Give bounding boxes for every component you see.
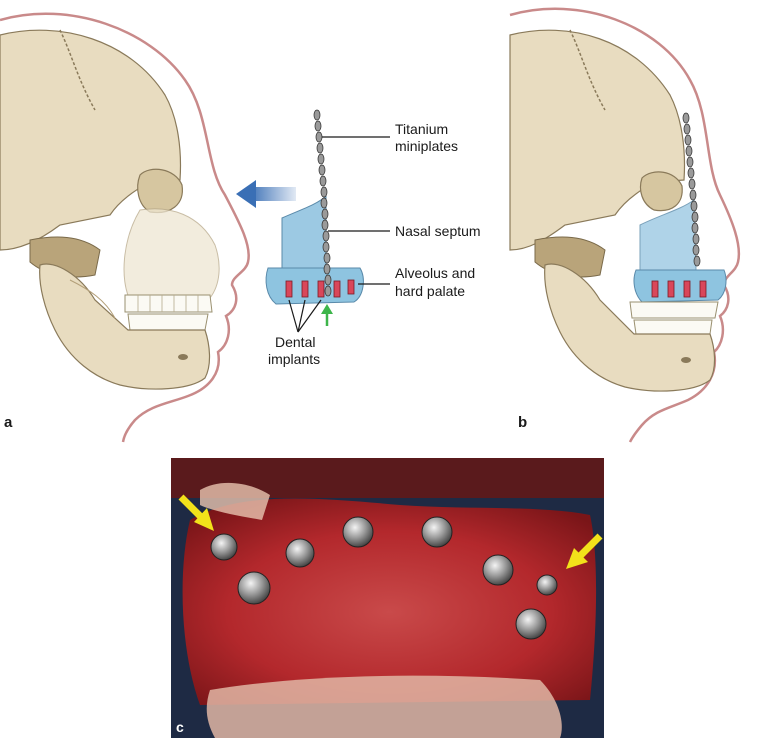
skull-illustration-a (0, 12, 250, 443)
yellow-arrow-icon (178, 494, 603, 569)
panel-label-a: a (4, 414, 13, 431)
label-nasal-septum: Nasal septum (395, 223, 481, 239)
panel-label-c: c (176, 719, 184, 735)
skull-illustration-b (509, 7, 741, 443)
green-up-arrow-icon (321, 304, 333, 326)
panel-label-b: b (518, 414, 528, 431)
label-titanium-miniplates-line1: Titanium (395, 121, 449, 137)
blue-left-arrow-icon (236, 180, 296, 208)
label-alveolus-line1: Alveolus and (395, 265, 476, 281)
surgical-photo (171, 458, 604, 738)
label-dental-implants-line1: Dental (275, 334, 316, 350)
label-dental-implants-line2: implants (268, 351, 321, 367)
label-titanium-miniplates-line2: miniplates (395, 138, 459, 154)
implant-caps (210, 516, 558, 640)
label-alveolus-line2: hard palate (395, 283, 466, 299)
graft-diagram (265, 109, 390, 333)
